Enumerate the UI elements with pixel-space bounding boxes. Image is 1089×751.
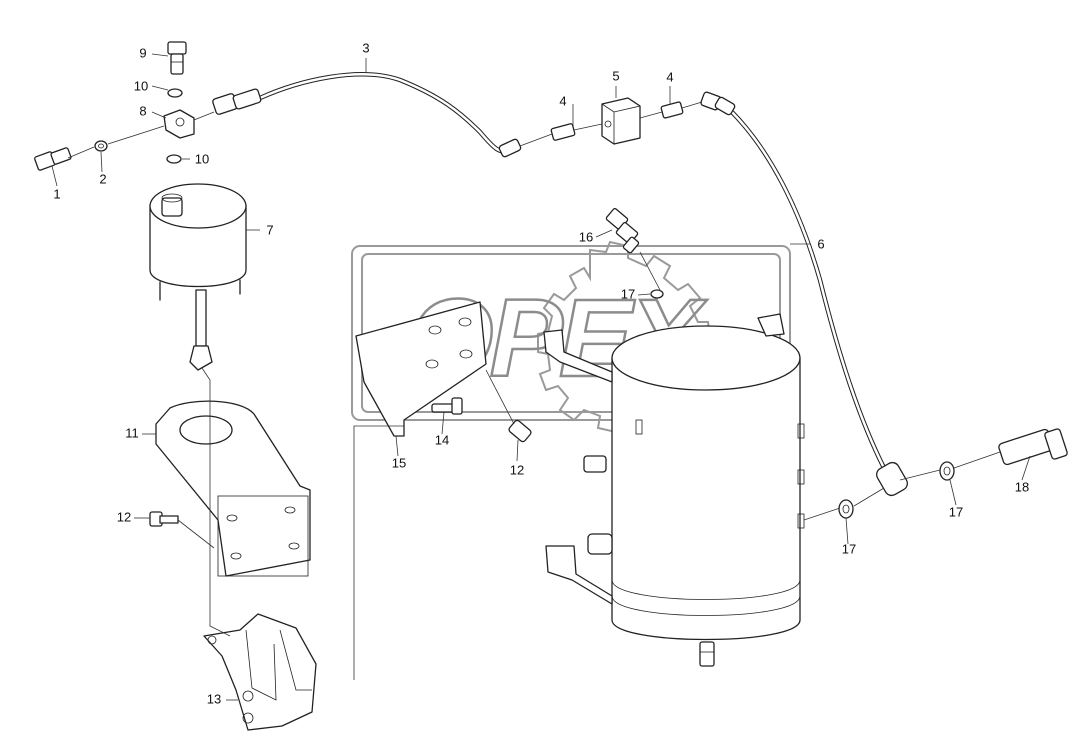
callout-13: 13 [207,691,221,706]
callout-12b: 12 [510,462,524,477]
part-17-washer-right [939,461,955,481]
callout-18: 18 [1015,479,1029,494]
part-2-washer [94,140,108,152]
part-3-tube [212,72,522,158]
part-12-bolt-left [149,511,179,527]
callout-16: 16 [579,229,593,244]
callout-5: 5 [612,68,619,83]
part-11-bracket [155,400,311,577]
callout-2: 2 [99,171,106,186]
callout-4b: 4 [666,69,673,84]
part-18-banjo-bolt [998,428,1068,466]
air-tank [543,313,805,667]
callout-7: 7 [266,222,273,237]
part-4-fitting-right [660,101,684,119]
callout-8: 8 [139,103,146,118]
callout-17a: 17 [621,286,635,301]
callout-15: 15 [392,455,406,470]
part-14-bolt [431,397,463,415]
callout-11: 11 [125,425,139,440]
part-4-fitting-left [550,123,576,141]
callout-6: 6 [817,236,824,251]
callout-9: 9 [139,45,146,60]
leader-lines [51,53,1031,701]
part-7-air-chamber [149,183,247,371]
part-5-block [601,97,641,145]
part-6-tube [700,91,908,497]
callout-12a: 12 [117,509,131,524]
part-1-fitting [34,147,72,171]
callouts: 1 2 3 4 4 5 6 7 8 9 10 10 11 12 12 13 14… [53,40,1029,706]
part-8-tee [163,109,195,139]
callout-3: 3 [362,40,369,55]
callout-17c: 17 [842,541,856,556]
part-10-oring-bottom [166,154,182,164]
part-17-washer-lower [838,499,854,519]
part-10-oring-top [167,88,183,98]
callout-1: 1 [53,186,60,201]
callout-10b: 10 [195,151,209,166]
callout-14: 14 [435,432,449,447]
part-13-linkage [203,613,317,731]
part-9-banjo-bolt [167,41,187,75]
part-17-washer-top [650,289,664,299]
part-16-sensor [605,208,640,254]
callout-10a: 10 [134,78,148,93]
part-15-bracket [355,301,487,437]
part-12-bolt-center [508,419,532,443]
callout-17b: 17 [949,504,963,519]
callout-4a: 4 [559,93,566,108]
